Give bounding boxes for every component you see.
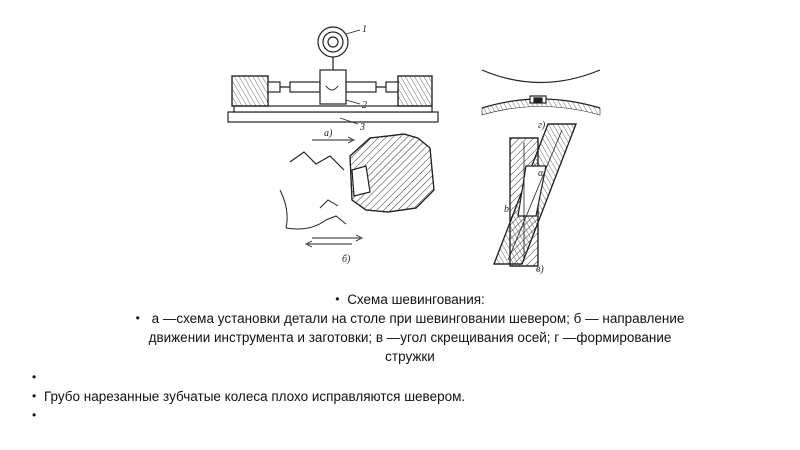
shaving-scheme-figure: 1 2 3 а) г) б): [220, 20, 620, 282]
label-width-b: b: [504, 204, 509, 215]
caption-description-row: • а —схема установки детали на столе при…: [60, 309, 760, 328]
label-sub-b: б): [342, 254, 351, 265]
caption-title-row: • Схема шевингования:: [60, 290, 760, 309]
shaving-scheme-drawing: 1 2 3 а) г) б): [227, 24, 601, 275]
label-alpha-angle: α: [538, 168, 544, 179]
bullet-list: • • Грубо нарезанные зубчатые колеса пло…: [32, 368, 772, 425]
subfigure-a-machine-setup: [227, 26, 439, 144]
caption-description-line-2: движении инструмента и заготовки; в —уго…: [148, 330, 672, 345]
bullet-icon: •: [32, 389, 37, 403]
subfigure-g-chip-formation: [481, 69, 601, 116]
label-sub-g: г): [538, 120, 546, 131]
caption-description-line-3: стружки: [385, 349, 435, 364]
label-sub-a: а): [324, 128, 333, 139]
label-part-2: 2: [362, 100, 367, 111]
subfigure-b-motion-direction: [279, 133, 435, 248]
subfigure-v-crossing-angle: [493, 123, 577, 267]
caption-title: Схема шевингования:: [347, 292, 485, 307]
caption-description-line-1: а —схема установки детали на столе при ш…: [151, 311, 685, 326]
list-item: •: [32, 368, 772, 387]
list-item-text: Грубо нарезанные зубчатые колеса плохо и…: [44, 389, 466, 404]
bullet-icon: •: [135, 311, 140, 325]
label-table-3: 3: [359, 122, 365, 133]
figure-caption: • Схема шевингования: • а —схема установ…: [60, 290, 760, 366]
bullet-icon: •: [32, 370, 37, 384]
list-item: •: [32, 406, 772, 425]
label-tool-1: 1: [362, 24, 367, 35]
label-sub-v: в): [536, 264, 544, 275]
bullet-icon: •: [32, 408, 37, 422]
bullet-icon: •: [335, 292, 340, 306]
list-item: • Грубо нарезанные зубчатые колеса плохо…: [32, 387, 772, 406]
